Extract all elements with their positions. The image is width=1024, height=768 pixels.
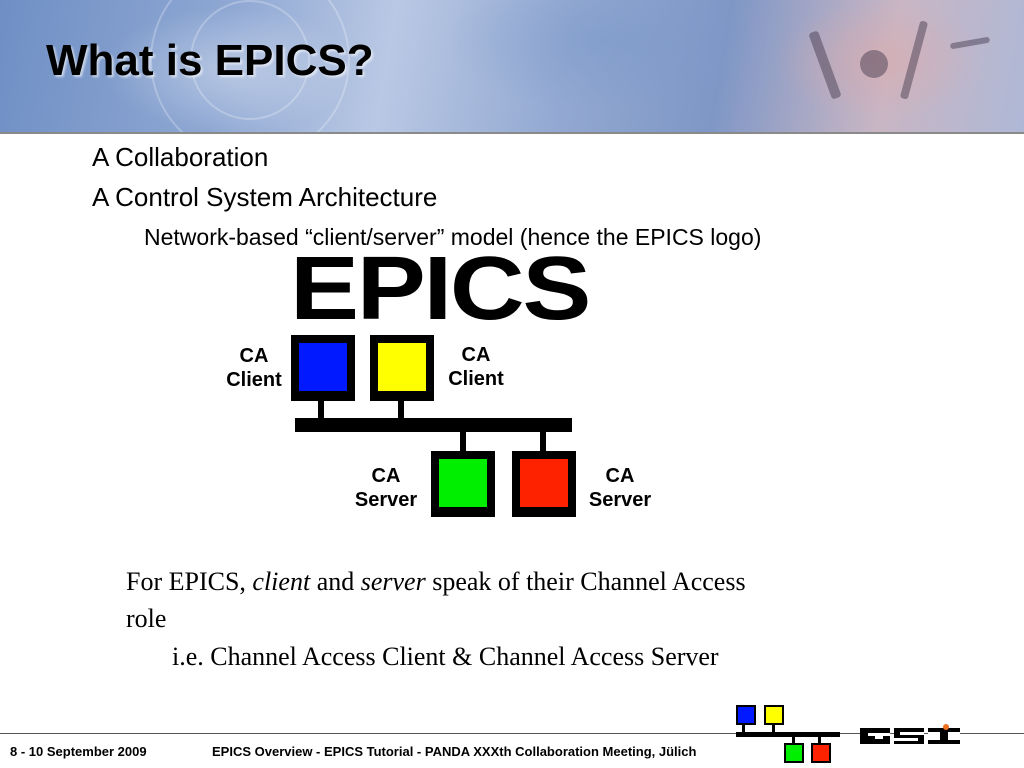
mini-client-1	[736, 705, 756, 725]
decorative-eye-shape	[150, 0, 350, 132]
banner-divider	[0, 132, 1024, 134]
note-line-3: i.e. Channel Access Client & Channel Acc…	[172, 642, 719, 671]
gsi-logo	[860, 724, 960, 744]
ca-server-node-1	[431, 451, 495, 517]
bullet-collaboration: A Collaboration	[92, 142, 269, 172]
server-1-link	[460, 430, 466, 452]
footer-event: EPICS Overview - EPICS Tutorial - PANDA …	[212, 744, 697, 759]
mini-epics-logo	[736, 705, 846, 765]
note-line-2: role	[126, 604, 167, 633]
client-2-link	[398, 400, 404, 420]
sub-bullet-client-server: Network-based “client/server” model (hen…	[144, 224, 762, 250]
ca-client-node-1	[291, 335, 355, 401]
note-prefix: For EPICS,	[126, 567, 253, 596]
ca-client-node-2-fill	[378, 343, 426, 391]
bullet-architecture: A Control System Architecture	[92, 182, 438, 212]
mini-link	[772, 725, 775, 733]
ca-server-node-2-fill	[520, 459, 568, 507]
ca-server-node-1-fill	[439, 459, 487, 507]
note-and-word: and	[310, 567, 361, 596]
epics-logo-text: EPICS	[290, 239, 591, 339]
gsi-logo-i-cut	[948, 732, 960, 740]
gsi-logo-s-cut	[900, 732, 924, 735]
ca-server-node-2	[512, 451, 576, 517]
network-bus	[295, 418, 572, 432]
ca-client-node-1-fill	[299, 343, 347, 391]
gsi-logo-dot	[943, 724, 949, 730]
mini-link	[818, 736, 821, 744]
gsi-logo-s	[894, 728, 924, 744]
mini-bus	[736, 732, 840, 737]
client-1-link	[318, 400, 324, 420]
mini-link	[742, 725, 745, 733]
decorative-ring	[190, 0, 310, 120]
footer-date: 8 - 10 September 2009	[10, 744, 147, 759]
note-line-1: For EPICS, client and server speak of th…	[126, 563, 746, 600]
mini-server-2	[811, 743, 831, 763]
mini-server-1	[784, 743, 804, 763]
mini-link	[792, 736, 795, 744]
gsi-logo-s-cut	[894, 738, 918, 741]
decorative-tool	[899, 20, 929, 100]
ca-client-node-2	[370, 335, 434, 401]
mini-client-2	[764, 705, 784, 725]
gsi-logo-i-cut	[928, 732, 940, 740]
server-2-link	[540, 430, 546, 452]
decorative-tool	[949, 36, 991, 50]
note-client-word: client	[252, 567, 311, 596]
decorative-tool	[808, 30, 842, 100]
slide-title: What is EPICS?	[46, 36, 374, 85]
footer-divider	[0, 733, 1024, 734]
gsi-logo-g-cut	[868, 733, 890, 736]
gsi-logo-g-cut	[875, 736, 883, 739]
header-banner	[0, 0, 1024, 132]
note-suffix: speak of their Channel Access	[425, 567, 746, 596]
decorative-dial	[860, 50, 888, 78]
note-server-word: server	[360, 567, 426, 596]
